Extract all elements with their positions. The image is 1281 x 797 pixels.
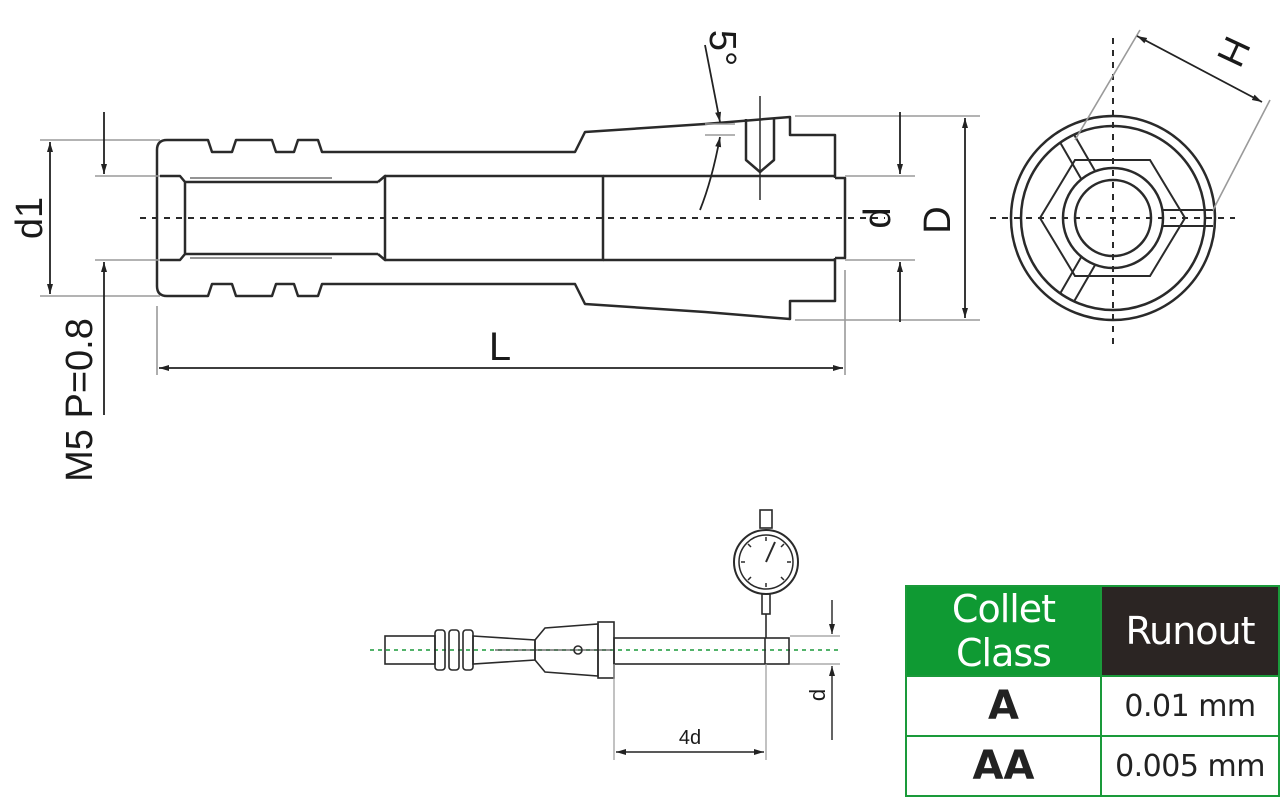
label-4d: 4d [679,727,701,749]
h-dimension [1074,29,1271,211]
label-d1: d1 [9,197,51,239]
label-d: d [857,207,899,228]
cell-runout: 0.01 mm [1100,675,1280,737]
label-angle: 5° [701,30,743,66]
table-row: A 0.01 mm [905,675,1280,737]
label-thread: M5 P=0.8 [59,318,101,482]
header-runout: Runout [1100,585,1280,677]
label-d-small: d [805,689,830,701]
table-header-row: Collet Class Runout [905,585,1280,677]
label-H: H [1208,30,1258,73]
table-row: AA 0.005 mm [905,735,1280,797]
dimension-lines [47,44,968,415]
end-view-center-lines [990,38,1235,345]
cell-class: A [905,675,1102,737]
cell-runout: 0.005 mm [1100,735,1280,797]
runout-test-diagram: 4d d [370,509,840,760]
label-L: L [489,325,511,369]
collet-technical-drawing: d1 M5 P=0.8 5° d D L H [9,29,1271,760]
header-collet-class: Collet Class [905,585,1102,677]
cell-class: AA [905,735,1102,797]
collet-side-view [155,96,847,321]
extension-lines [40,115,980,375]
runout-table: Collet Class Runout A 0.01 mm AA 0.005 m… [905,585,1280,797]
thread-lines [190,177,332,259]
label-D: D [917,206,959,233]
